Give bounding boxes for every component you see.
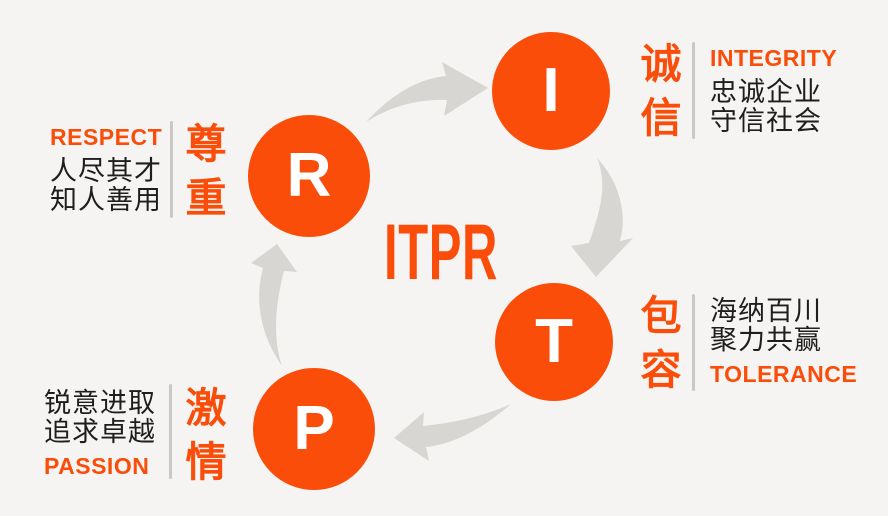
passion-divider [169, 384, 172, 479]
arrow-i-to-t-icon [571, 158, 633, 277]
page-title: ITPR [384, 207, 499, 296]
respect-desc: RESPECT 人尽其才 知人善用 [50, 124, 162, 215]
arrow-r-to-i-icon [366, 62, 488, 122]
passion-cn-vertical: 激 情 [182, 388, 230, 483]
cn-char: 重 [185, 175, 227, 221]
arrow-p-to-r-icon [251, 244, 297, 366]
cn-char: 尊 [185, 121, 227, 167]
respect-english-label: RESPECT [50, 124, 163, 150]
cn-char: 诚 [640, 41, 682, 87]
cn-char: 信 [640, 95, 682, 141]
tolerance-divider [692, 294, 695, 391]
circle-respect-letter: R [286, 141, 332, 210]
respect-line-2: 知人善用 [50, 185, 162, 215]
cn-char: 包 [640, 293, 682, 339]
respect-line-1: 人尽其才 [50, 156, 162, 186]
respect-divider [170, 121, 173, 218]
tolerance-cn-vertical: 包 容 [637, 296, 685, 391]
integrity-divider [692, 42, 695, 139]
cn-char: 容 [640, 347, 682, 393]
circle-tolerance-letter: T [535, 307, 573, 376]
integrity-desc: INTEGRITY 忠诚企业 守信社会 [710, 45, 837, 136]
tolerance-desc: 海纳百川 聚力共赢 TOLERANCE [710, 297, 857, 388]
cn-char: 情 [185, 439, 227, 485]
circle-passion: P [253, 368, 375, 490]
tolerance-english-label: TOLERANCE [710, 361, 858, 387]
arrow-t-to-p-icon [394, 404, 511, 461]
passion-desc: 锐意进取 追求卓越 PASSION [44, 389, 156, 480]
integrity-cn-vertical: 诚 信 [637, 44, 685, 139]
circle-tolerance: T [495, 283, 613, 401]
circle-respect: R [248, 115, 370, 237]
passion-line-2: 追求卓越 [44, 417, 156, 447]
integrity-english-label: INTEGRITY [710, 45, 838, 71]
circle-integrity: I [492, 32, 610, 150]
integrity-line-1: 忠诚企业 [710, 77, 822, 107]
cn-char: 激 [185, 385, 227, 431]
circle-integrity-letter: I [542, 56, 560, 125]
integrity-line-2: 守信社会 [710, 106, 822, 136]
passion-line-1: 锐意进取 [44, 388, 156, 418]
passion-english-label: PASSION [44, 453, 150, 479]
respect-cn-vertical: 尊 重 [182, 124, 230, 219]
circle-passion-letter: P [293, 394, 335, 463]
tolerance-line-1: 海纳百川 [710, 296, 822, 326]
tolerance-line-2: 聚力共赢 [710, 325, 822, 355]
